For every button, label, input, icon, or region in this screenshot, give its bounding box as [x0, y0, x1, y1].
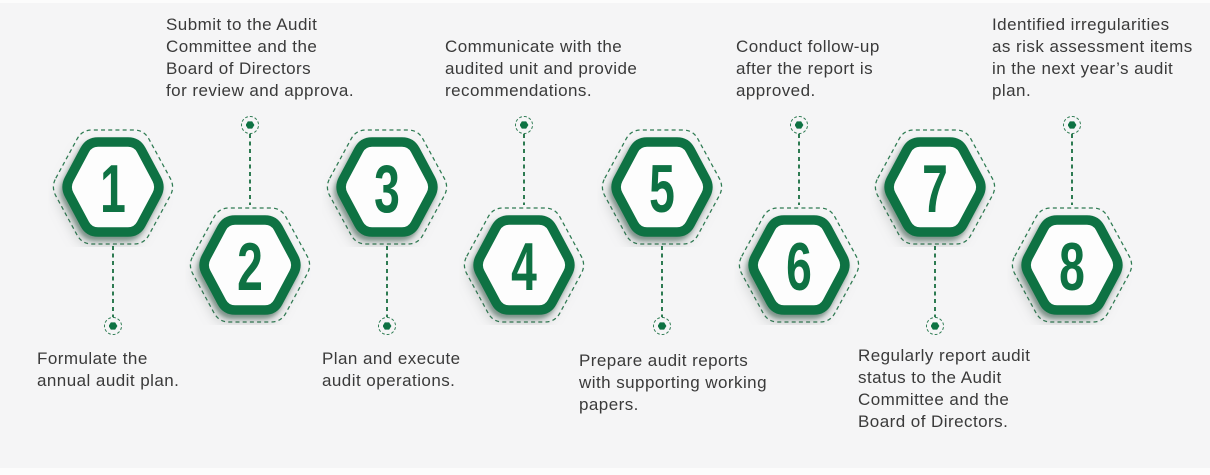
hexagon-badge: 4: [459, 205, 589, 325]
hexagon-badge: 7: [870, 127, 1000, 247]
hexagon-badge-svg: 6: [738, 207, 860, 323]
connector-endpoint: [241, 116, 259, 134]
endpoint-dot-icon: [657, 322, 667, 330]
step-number: 3: [374, 151, 400, 227]
connector-line: [523, 134, 525, 205]
connector-endpoint: [515, 116, 533, 134]
step-number: 5: [649, 151, 675, 227]
hexagon-ring: [1021, 215, 1123, 315]
hexagon-badge-svg: 2: [189, 207, 311, 323]
connector-line: [934, 246, 936, 317]
hexagon-ring: [62, 137, 164, 237]
hexagon-badge: 1: [48, 127, 178, 247]
endpoint-dot-icon: [382, 322, 392, 330]
connector-line: [798, 134, 800, 205]
hexagon-ring: [748, 215, 850, 315]
connector-endpoint: [790, 116, 808, 134]
step-description: Identified irregularities as risk assess…: [992, 15, 1193, 100]
step-description: Conduct follow-up after the report is ap…: [736, 37, 880, 100]
connector-endpoint: [1063, 116, 1081, 134]
hexagon-badge: 5: [597, 127, 727, 247]
endpoint-dot-icon: [1067, 121, 1077, 129]
connector-endpoint: [378, 317, 396, 335]
connector-endpoint: [104, 317, 122, 335]
endpoint-dot-icon: [794, 121, 804, 129]
step-number: 7: [922, 151, 948, 227]
hexagon-ring: [473, 215, 575, 315]
step-description: Submit to the Audit Committee and the Bo…: [166, 15, 355, 100]
step-description: Regularly report audit status to the Aud…: [858, 346, 1031, 431]
hexagon-ring: [336, 137, 438, 237]
hexagon-ring: [884, 137, 986, 237]
hexagon-badge: 6: [734, 205, 864, 325]
hexagon-ring: [199, 215, 301, 315]
connector-endpoint: [926, 317, 944, 335]
bottom-edge-strip: [0, 468, 1210, 475]
step-number: 8: [1059, 229, 1085, 305]
connector-line: [112, 246, 114, 317]
step-description: Communicate with the audited unit and pr…: [445, 37, 638, 100]
endpoint-dot-icon: [930, 322, 940, 330]
step-number: 6: [786, 229, 812, 305]
connector-line: [661, 246, 663, 317]
hexagon-ring: [611, 137, 713, 237]
hexagon-badge: 8: [1007, 205, 1137, 325]
step-description: Plan and execute audit operations.: [322, 349, 461, 390]
step-number: 4: [511, 229, 537, 305]
step-description: Prepare audit reports with supporting wo…: [579, 351, 767, 414]
hexagon-badge-svg: 1: [52, 129, 174, 245]
connector-line: [249, 134, 251, 205]
connector-line: [386, 246, 388, 317]
endpoint-dot-icon: [245, 121, 255, 129]
hexagon-badge-svg: 3: [326, 129, 448, 245]
hexagon-badge-svg: 5: [601, 129, 723, 245]
hexagon-badge-svg: 7: [874, 129, 996, 245]
hexagon-badge: 2: [185, 205, 315, 325]
endpoint-dot-icon: [108, 322, 118, 330]
connector-line: [1071, 134, 1073, 205]
endpoint-dot-icon: [519, 121, 529, 129]
top-edge-strip: [0, 0, 1210, 3]
hexagon-badge-svg: 8: [1011, 207, 1133, 323]
step-number: 2: [237, 229, 263, 305]
step-description: Formulate the annual audit plan.: [37, 349, 180, 390]
hexagon-badge-svg: 4: [463, 207, 585, 323]
hexagon-badge: 3: [322, 127, 452, 247]
step-number: 1: [100, 151, 126, 227]
connector-endpoint: [653, 317, 671, 335]
